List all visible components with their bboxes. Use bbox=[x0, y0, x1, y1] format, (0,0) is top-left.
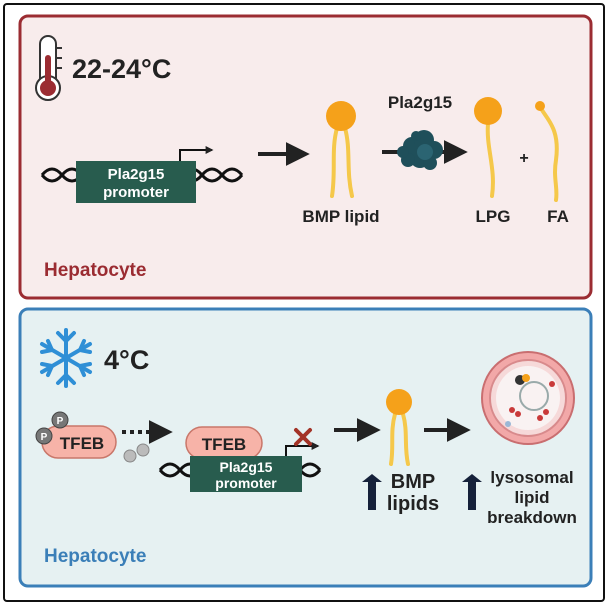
lysosomal-line3: breakdown bbox=[487, 508, 577, 527]
tfeb-phospho-label: TFEB bbox=[60, 434, 104, 453]
warm-panel: 22-24°C Pla2g15 promoter BMP lipid Pla2g… bbox=[18, 14, 593, 300]
released-phosphate-1 bbox=[123, 449, 137, 463]
lysosomal-line2: lipid bbox=[515, 488, 550, 507]
cold-panel-box bbox=[18, 307, 593, 588]
cold-promoter-box bbox=[190, 456, 302, 492]
warm-promoter-gene: Pla2g15 bbox=[108, 166, 165, 183]
released-phosphate-2 bbox=[136, 443, 150, 457]
svg-text:P: P bbox=[57, 416, 64, 427]
lysosomal-line1: lysosomal bbox=[490, 468, 573, 487]
blocked-x-icon bbox=[294, 428, 312, 446]
warm-bmp-label: BMP lipid bbox=[302, 207, 379, 226]
bmp-increase-arrow-icon bbox=[362, 474, 382, 510]
phospho-group-1: P bbox=[51, 411, 69, 429]
warm-cell-label: Hepatocyte bbox=[44, 260, 146, 281]
bmp-increase-line2: lipids bbox=[387, 493, 439, 515]
cold-promoter-gene: Pla2g15 bbox=[220, 459, 273, 475]
warm-bmp-lipid bbox=[326, 101, 356, 198]
svg-text:P: P bbox=[41, 432, 48, 443]
cold-panel: 4°C TFEB P P TFEB Pla2g15 promoter bbox=[18, 307, 593, 588]
warm-promoter-word: promoter bbox=[103, 184, 169, 201]
warm-fa-label: FA bbox=[547, 207, 569, 226]
lysosome-icon bbox=[481, 351, 575, 445]
warm-lpg-label: LPG bbox=[476, 207, 511, 226]
cold-bmp-lipid bbox=[386, 389, 412, 466]
warm-fa-lipid bbox=[535, 101, 559, 202]
warm-promoter-box bbox=[76, 161, 196, 203]
cold-cell-label: Hepatocyte bbox=[44, 546, 146, 567]
warm-lpg-lipid bbox=[474, 97, 502, 198]
warm-enzyme-label: Pla2g15 bbox=[388, 93, 452, 112]
thermometer-icon bbox=[35, 35, 62, 101]
warm-enzyme-protein bbox=[397, 130, 443, 170]
snowflake-icon bbox=[40, 328, 92, 388]
warm-plus-sign: + bbox=[519, 150, 528, 167]
warm-temperature-label: 22-24°C bbox=[72, 54, 171, 84]
bmp-increase-line1: BMP bbox=[391, 471, 435, 493]
warm-transcription-arrow bbox=[179, 146, 214, 161]
cold-promoter-word: promoter bbox=[215, 475, 277, 491]
phospho-group-2: P bbox=[35, 427, 53, 445]
lysosomal-increase-arrow-icon bbox=[462, 474, 482, 510]
cold-temperature-label: 4°C bbox=[104, 345, 149, 375]
cold-transcription-arrow bbox=[285, 442, 320, 456]
tfeb-bound-label: TFEB bbox=[202, 435, 246, 454]
